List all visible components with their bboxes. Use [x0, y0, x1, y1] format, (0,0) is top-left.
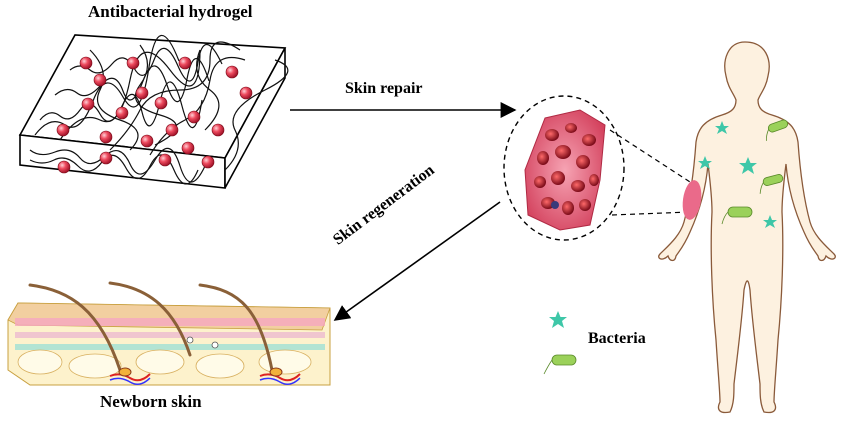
skin-section-icon — [7, 281, 331, 386]
skin-repair-label: Skin repair — [345, 80, 423, 97]
bacteria-legend-label: Bacteria — [588, 330, 646, 347]
bacteria-star-icon — [549, 121, 777, 328]
skin-regeneration-arrow — [333, 201, 501, 321]
human-body-icon — [658, 41, 836, 414]
tissue-magnified-icon — [503, 95, 625, 241]
hydrogel-title: Antibacterial hydrogel — [88, 2, 253, 21]
hydrogel-block-icon — [18, 34, 289, 189]
bacteria-rod-icon — [543, 119, 789, 375]
newborn-skin-title: Newborn skin — [100, 392, 202, 411]
